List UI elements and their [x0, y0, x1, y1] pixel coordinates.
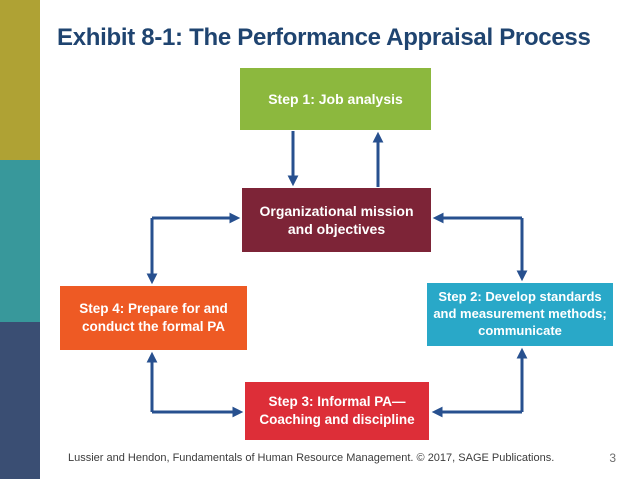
node-mission-label: Organizational mission and objectives	[259, 202, 414, 237]
left-accent-bar	[0, 0, 40, 479]
node-step3-label: Step 3: Informal PA— Coaching and discip…	[259, 394, 415, 427]
node-step4-prepare-formal-pa: Step 4: Prepare for and conduct the form…	[60, 286, 247, 350]
node-step4-label: Step 4: Prepare for and conduct the form…	[79, 301, 228, 334]
node-organizational-mission: Organizational mission and objectives	[242, 188, 431, 252]
accent-segment-gold	[0, 0, 40, 160]
footer-citation: Lussier and Hendon, Fundamentals of Huma…	[68, 452, 555, 464]
node-step2-label: Step 2: Develop standards and measuremen…	[433, 289, 607, 338]
node-step1-job-analysis: Step 1: Job analysis	[240, 68, 431, 130]
slide-footer: Lussier and Hendon, Fundamentals of Huma…	[0, 450, 638, 470]
page-number: 3	[609, 451, 616, 465]
node-step1-label: Step 1: Job analysis	[268, 90, 403, 107]
slide-title: Exhibit 8-1: The Performance Appraisal P…	[57, 24, 591, 51]
accent-segment-navy	[0, 322, 40, 479]
accent-segment-teal	[0, 160, 40, 322]
node-step2-develop-standards: Step 2: Develop standards and measuremen…	[427, 283, 613, 346]
node-step3-informal-pa: Step 3: Informal PA— Coaching and discip…	[245, 382, 429, 440]
